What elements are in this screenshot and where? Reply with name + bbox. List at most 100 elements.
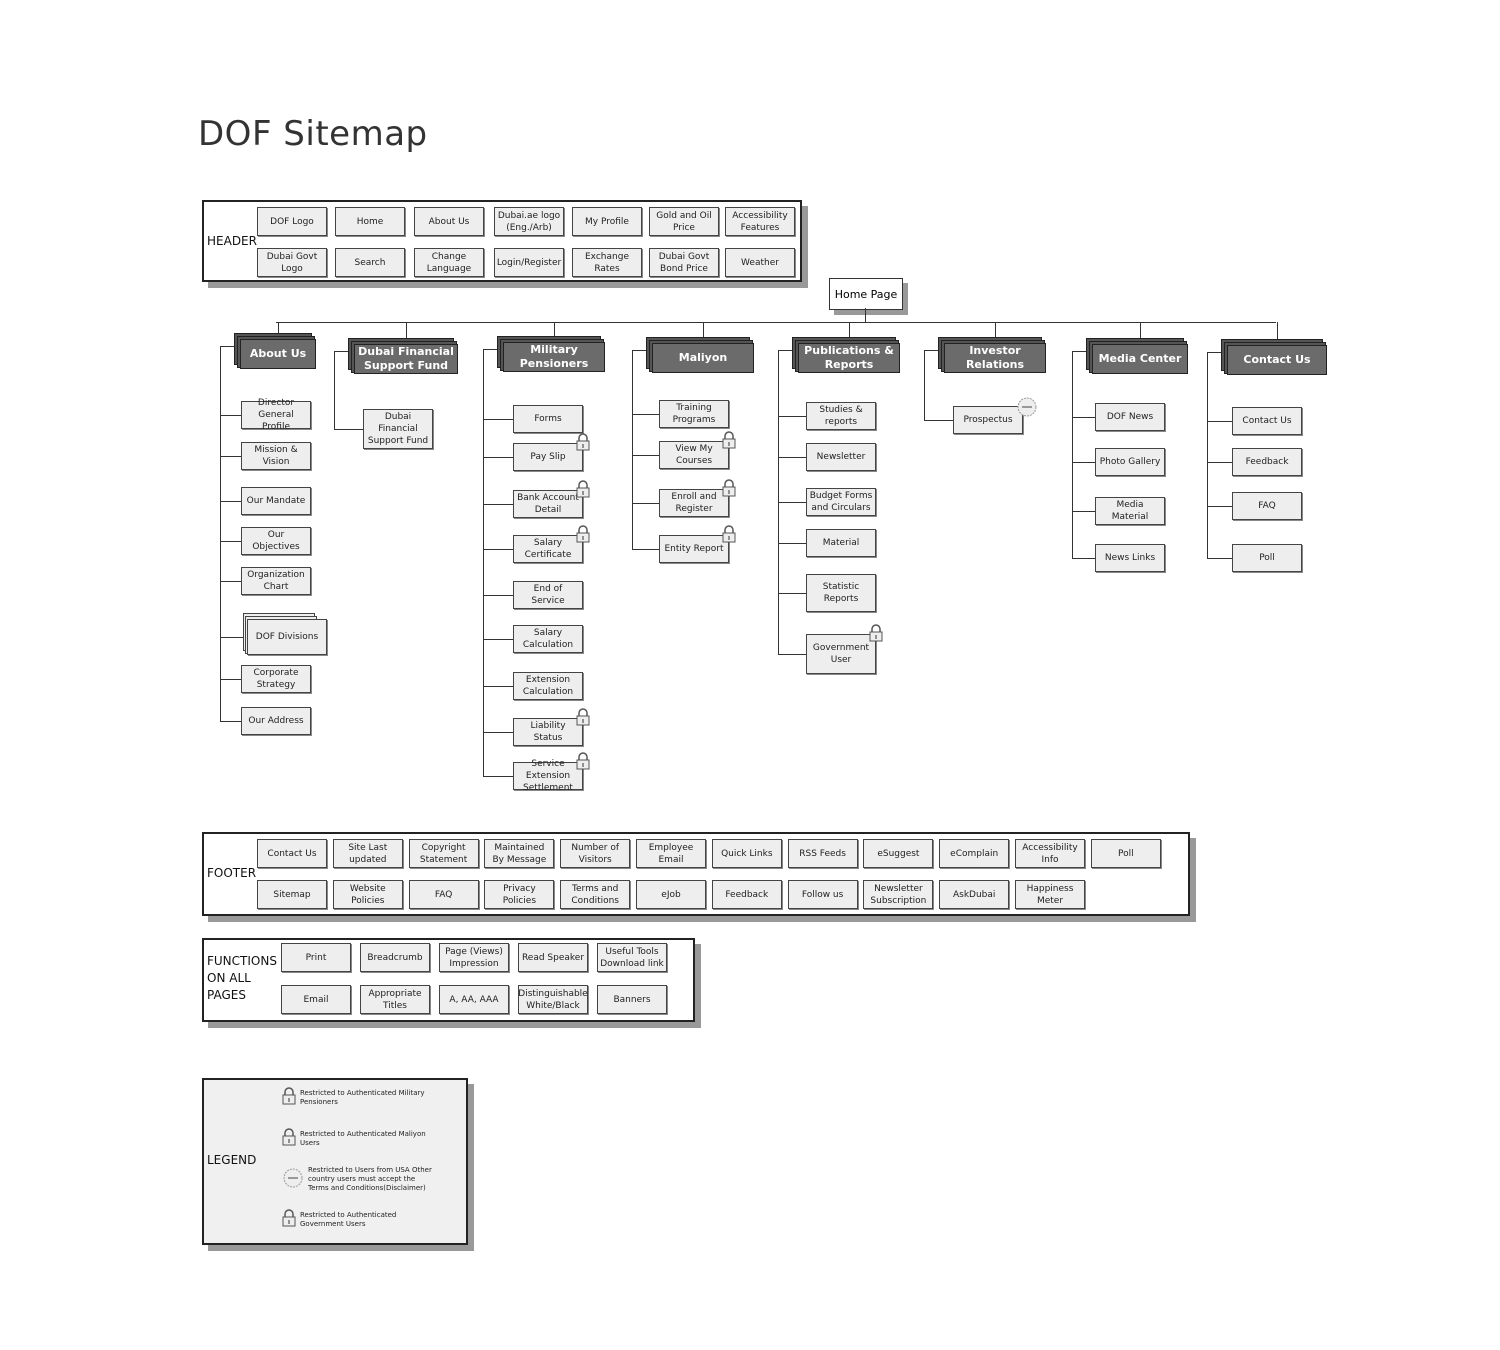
page-node[interactable]: Feedback [1232,448,1302,476]
page-node[interactable]: Budget Forms and Circulars [806,488,876,516]
footer-item[interactable]: Accessibility Info [1015,839,1085,868]
page-node[interactable]: Studies & reports [806,402,876,430]
page-node[interactable]: DOF Divisions [247,619,327,655]
footer-item[interactable]: Copyright Statement [408,839,479,868]
footer-item[interactable]: Privacy Policies [484,880,555,909]
page-node[interactable]: Liability Status [513,718,583,746]
page-node[interactable]: Dubai Financial Support Fund [363,409,433,449]
page-node[interactable]: Government User [806,634,876,674]
header-item[interactable]: Home [335,207,405,236]
footer-item[interactable]: RSS Feeds [787,839,858,868]
category-dubai-financial-support-fund[interactable]: Dubai Financial Support Fund [354,344,458,374]
functions-label: FUNCTIONS ON ALL PAGES [207,954,277,1002]
page-node[interactable]: Pay Slip [513,443,583,471]
footer-item[interactable]: eComplain [939,839,1010,868]
category-about-us[interactable]: About Us [240,339,316,369]
functions-item[interactable]: Banners [597,985,667,1014]
page-node[interactable]: Salary Certificate [513,535,583,563]
usa-restriction-icon [282,1167,304,1192]
footer-item[interactable]: Poll [1090,839,1161,868]
page-node[interactable]: Material [806,529,876,557]
page-node[interactable]: Our Mandate [241,487,311,515]
page-node[interactable]: Entity Report [659,535,729,563]
category-publications-reports[interactable]: Publications & Reports [798,343,900,373]
page-node[interactable]: Organization Chart [241,567,311,595]
header-item[interactable]: Dubai.ae logo (Eng./Arb) [494,207,564,236]
page-node[interactable]: Contact Us [1232,407,1302,435]
functions-item[interactable]: Print [281,943,351,972]
page-node[interactable]: Poll [1232,544,1302,572]
connector-line [1072,417,1095,418]
footer-item[interactable]: Happiness Meter [1015,880,1085,909]
page-node[interactable]: Director General Profile [241,398,311,432]
page-node[interactable]: Our Address [241,707,311,735]
header-item[interactable]: About Us [414,207,484,236]
page-node[interactable]: Mission & Vision [241,442,311,470]
footer-item[interactable]: Contact Us [257,839,327,868]
page-node[interactable]: Salary Calculation [513,625,583,653]
footer-item[interactable]: Follow us [787,880,858,909]
functions-item[interactable]: Page (Views) Impression [439,943,509,972]
page-node[interactable]: Our Objectives [241,527,311,555]
category-maliyon[interactable]: Maliyon [652,343,754,373]
footer-item[interactable]: Feedback [711,880,782,909]
page-node[interactable]: News Links [1095,544,1165,572]
header-item[interactable]: Login/Register [494,248,564,277]
header-item[interactable]: Change Language [414,248,484,277]
page-node[interactable]: Extension Calculation [513,672,583,700]
header-item[interactable]: Gold and Oil Price [649,207,719,236]
functions-item[interactable]: Breadcrumb [360,943,430,972]
footer-item[interactable]: Newsletter Subscription [863,880,934,909]
page-node[interactable]: Media Material [1095,497,1165,525]
header-item[interactable]: Weather [725,248,795,277]
footer-item[interactable]: eSuggest [863,839,934,868]
footer-item[interactable]: eJob [636,880,706,909]
category-investor-relations[interactable]: Investor Relations [944,343,1046,373]
page-node[interactable]: Enroll and Register [659,489,729,517]
functions-item[interactable]: Distinguishable White/Black [518,985,588,1014]
footer-item[interactable]: FAQ [408,880,479,909]
page-title: DOF Sitemap [198,114,428,154]
page-node[interactable]: Training Programs [659,400,729,428]
page-node[interactable]: Corporate Strategy [241,665,311,693]
footer-item[interactable]: Terms and Conditions [560,880,631,909]
header-item[interactable]: Dubai Govt Bond Price [649,248,719,277]
footer-item[interactable]: Site Last updated [332,839,403,868]
header-item[interactable]: Dubai Govt Logo [257,248,327,277]
functions-item[interactable]: A, AA, AAA [439,985,509,1014]
home-page-node[interactable]: Home Page [829,278,903,310]
category-military-pensioners[interactable]: Military Pensioners [503,342,605,372]
header-item[interactable]: Accessibility Features [725,207,795,236]
footer-item[interactable]: Maintained By Message [484,839,555,868]
page-node[interactable]: Prospectus [953,406,1023,434]
footer-item[interactable]: Employee Email [636,839,706,868]
legend-item: Restricted to Authenticated Government U… [282,1209,430,1230]
connector-line [220,346,234,347]
header-item[interactable]: DOF Logo [257,207,327,236]
header-item[interactable]: My Profile [572,207,642,236]
page-node[interactable]: View My Courses [659,441,729,469]
page-node[interactable]: Forms [513,405,583,433]
page-node[interactable]: End of Service [513,581,583,609]
page-node[interactable]: Statistic Reports [806,574,876,612]
page-node[interactable]: DOF News [1095,403,1165,431]
category-contact-us[interactable]: Contact Us [1227,345,1327,375]
footer-item[interactable]: AskDubai [939,880,1010,909]
connector-line [554,322,555,336]
footer-item[interactable]: Sitemap [257,880,327,909]
page-node[interactable]: FAQ [1232,492,1302,520]
page-node[interactable]: Service Extension Settlement [513,759,583,793]
category-media-center[interactable]: Media Center [1092,344,1188,374]
functions-item[interactable]: Email [281,985,351,1014]
footer-item[interactable]: Website Policies [332,880,403,909]
functions-item[interactable]: Useful Tools Download link [597,943,667,972]
header-item[interactable]: Exchange Rates [572,248,642,277]
footer-item[interactable]: Quick Links [711,839,782,868]
functions-item[interactable]: Appropriate Titles [360,985,430,1014]
footer-item[interactable]: Number of Visitors [560,839,631,868]
page-node[interactable]: Photo Gallery [1095,448,1165,476]
page-node[interactable]: Bank Account Detail [513,490,583,518]
page-node[interactable]: Newsletter [806,443,876,471]
header-item[interactable]: Search [335,248,405,277]
functions-item[interactable]: Read Speaker [518,943,588,972]
